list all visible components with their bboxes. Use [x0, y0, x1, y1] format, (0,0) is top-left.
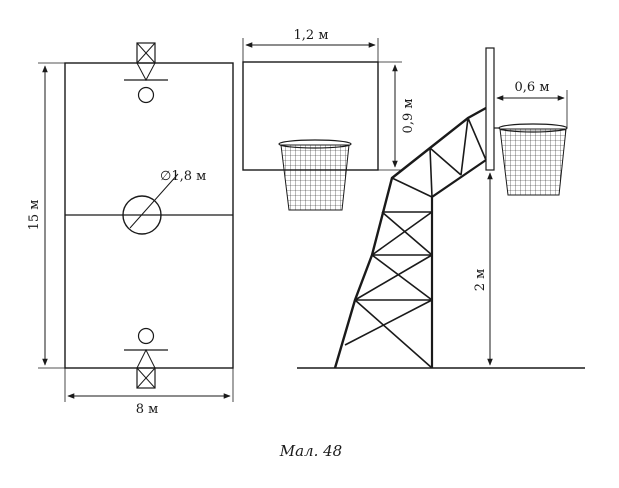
- backboard-front-view: 1,2 м 0,9 м: [242, 28, 416, 211]
- backboard-height-label: 0,9 м: [401, 99, 416, 134]
- court-width-dimension: 8 м: [64, 368, 234, 417]
- top-hoop-symbol: [124, 42, 168, 104]
- truss-frame: [333, 106, 487, 369]
- support-height-label: 2 м: [473, 269, 488, 292]
- court-width-label: 8 м: [136, 402, 159, 417]
- court-plan: ∅1,8 м 15 м: [27, 42, 234, 417]
- support-offset-dimension: 0,6 м: [493, 80, 568, 128]
- center-circle-label: ∅1,8 м: [160, 169, 206, 184]
- support-height-dimension: 2 м: [473, 172, 493, 366]
- figure-caption: Мал. 48: [279, 442, 342, 460]
- backboard-width-label: 1,2 м: [294, 28, 329, 43]
- bottom-hoop-symbol: [124, 327, 168, 389]
- center-circle-diameter-line: [129, 173, 179, 229]
- backboard-width-dimension: 1,2 м: [242, 28, 379, 62]
- support-side-view: 0,6 м 2 м: [297, 47, 585, 369]
- support-offset-label: 0,6 м: [515, 80, 550, 95]
- court-length-label: 15 м: [27, 200, 42, 231]
- side-net: [494, 123, 568, 196]
- front-net: [278, 139, 352, 211]
- court-length-dimension: 15 м: [27, 62, 65, 369]
- court-center-circle: [122, 195, 162, 235]
- backboard-height-dimension: 0,9 м: [378, 61, 416, 171]
- backboard-profile: [485, 47, 495, 171]
